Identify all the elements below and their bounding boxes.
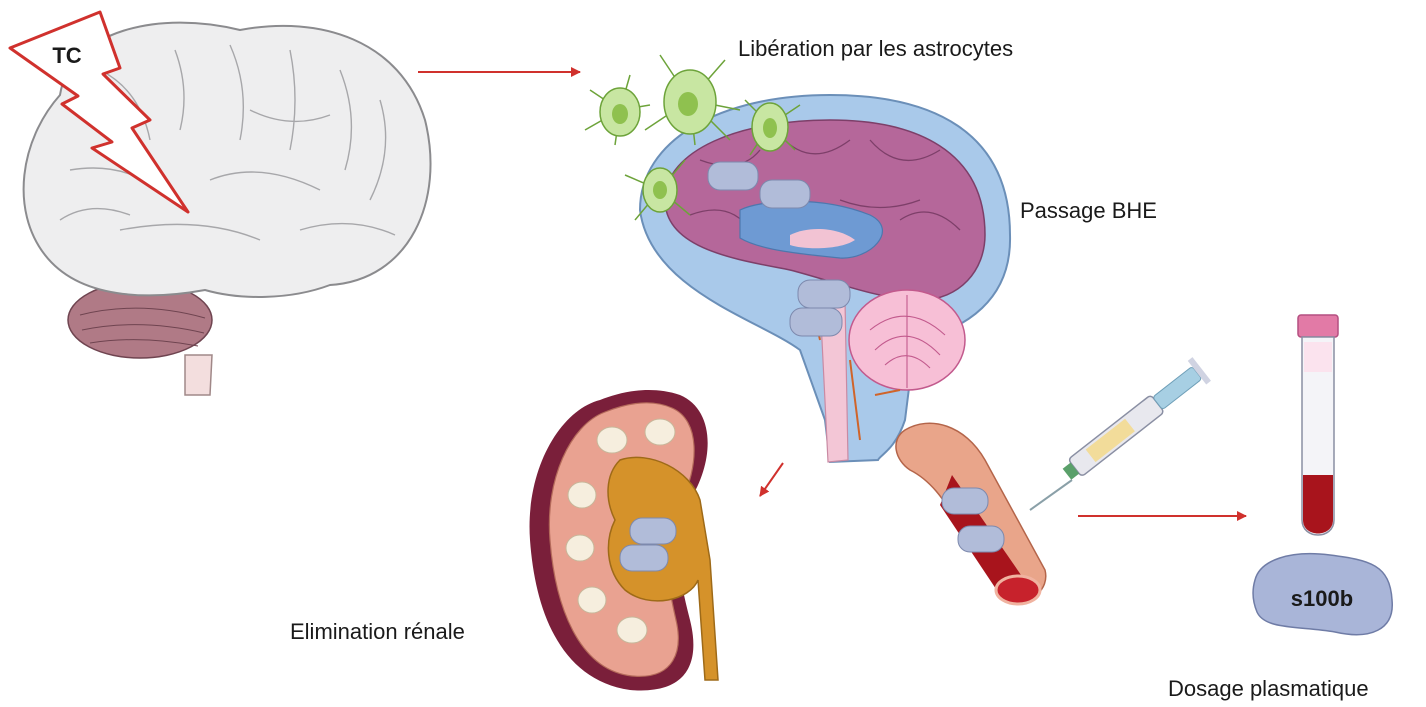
protein-label: s100b	[1291, 586, 1353, 611]
blood-tube-icon	[1298, 315, 1338, 535]
kidney-icon	[530, 390, 718, 690]
renal-elimination-label: Elimination rénale	[290, 619, 465, 645]
plasma-dosage-label: Dosage plasmatique	[1168, 676, 1369, 702]
trauma-label: TC	[52, 43, 81, 68]
syringe-icon	[1030, 357, 1211, 510]
release-label: Libération par les astrocytes	[738, 36, 1013, 62]
blood-vessel-icon	[896, 423, 1046, 604]
bbb-passage-label: Passage BHE	[1020, 198, 1157, 224]
arrow-to-kidney	[760, 463, 783, 496]
